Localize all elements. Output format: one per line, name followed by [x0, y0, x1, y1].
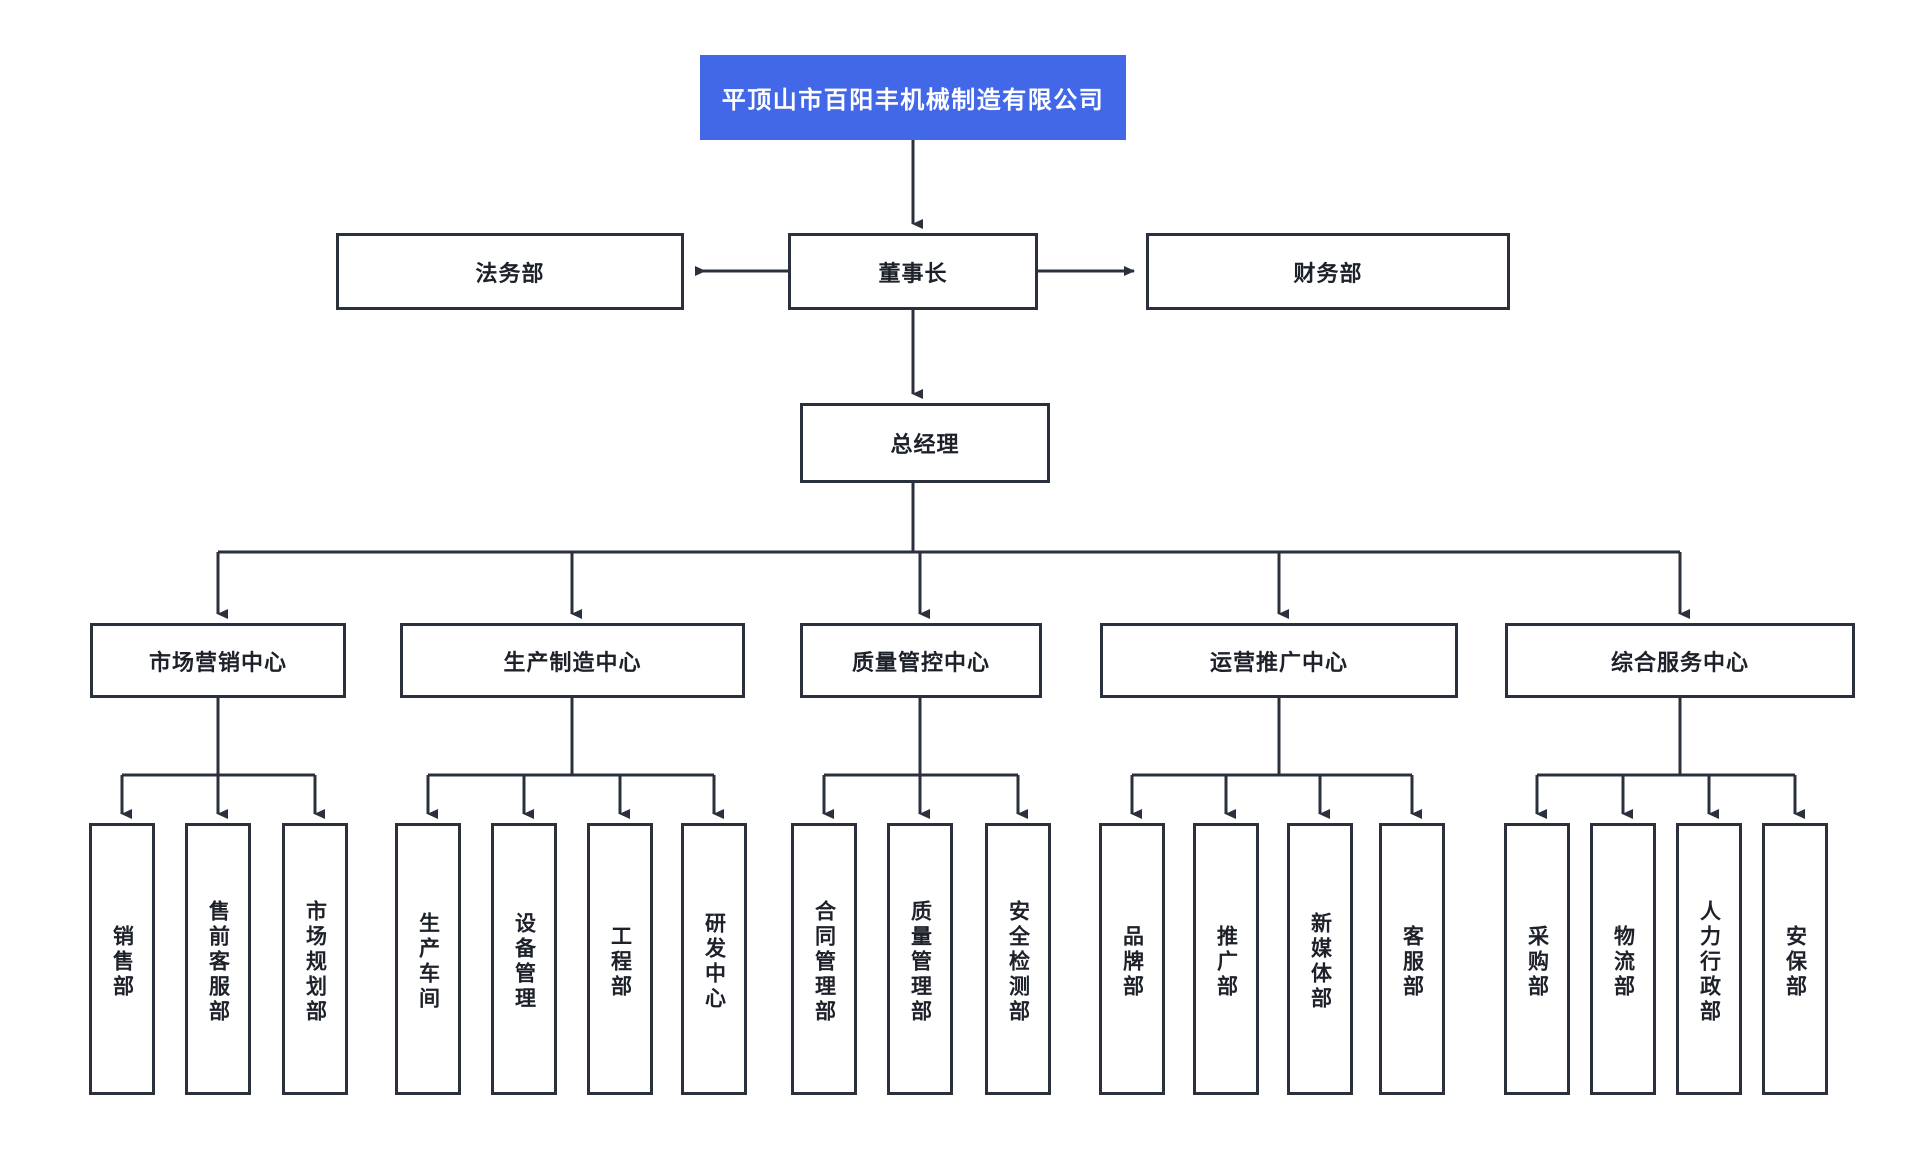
node-dept-presales-service-label: 售前客服部	[206, 899, 230, 1025]
node-dept-brand[interactable]: 品牌部	[1099, 823, 1165, 1095]
node-chairman[interactable]: 董事长	[788, 233, 1038, 310]
node-dept-customer-service[interactable]: 客服部	[1379, 823, 1445, 1095]
node-center-quality[interactable]: 质量管控中心	[800, 623, 1042, 698]
node-dept-presales-service[interactable]: 售前客服部	[185, 823, 251, 1095]
node-dept-equipment-management[interactable]: 设备管理	[491, 823, 557, 1095]
node-dept-brand-label: 品牌部	[1120, 924, 1144, 1000]
node-legal-department[interactable]: 法务部	[336, 233, 684, 310]
node-center-general-services[interactable]: 综合服务中心	[1505, 623, 1855, 698]
node-dept-rnd-center-label: 研发中心	[702, 912, 726, 1012]
node-finance-department[interactable]: 财务部	[1146, 233, 1510, 310]
node-dept-procurement[interactable]: 采购部	[1504, 823, 1570, 1095]
node-general-manager-label: 总经理	[890, 432, 960, 457]
node-center-operations[interactable]: 运营推广中心	[1100, 623, 1458, 698]
node-general-manager[interactable]: 总经理	[800, 403, 1050, 483]
node-legal-department-label: 法务部	[475, 260, 545, 286]
node-dept-sales-label: 销售部	[110, 924, 134, 1000]
node-center-manufacturing-label: 生产制造中心	[503, 649, 642, 675]
node-dept-customer-service-label: 客服部	[1400, 924, 1424, 1000]
node-chairman-label: 董事长	[878, 260, 948, 286]
node-dept-logistics[interactable]: 物流部	[1590, 823, 1656, 1095]
node-dept-promotion[interactable]: 推广部	[1193, 823, 1259, 1095]
node-dept-market-planning[interactable]: 市场规划部	[282, 823, 348, 1095]
node-center-quality-label: 质量管控中心	[851, 649, 990, 675]
node-dept-contract-management[interactable]: 合同管理部	[791, 823, 857, 1095]
node-dept-production-workshop-label: 生产车间	[416, 912, 440, 1012]
node-center-operations-label: 运营推广中心	[1209, 649, 1348, 675]
node-center-marketing-label: 市场营销中心	[148, 649, 287, 675]
node-finance-department-label: 财务部	[1293, 260, 1363, 286]
company-title-node[interactable]: 平顶山市百阳丰机械制造有限公司	[700, 55, 1126, 140]
node-dept-procurement-label: 采购部	[1525, 924, 1549, 1000]
node-center-general-services-label: 综合服务中心	[1610, 649, 1749, 675]
node-dept-equipment-management-label: 设备管理	[512, 912, 536, 1012]
node-dept-safety-inspection-label: 安全检测部	[1006, 899, 1030, 1025]
node-dept-hr-administration-label: 人力行政部	[1697, 899, 1721, 1025]
node-dept-logistics-label: 物流部	[1611, 924, 1635, 1000]
company-title-label: 平顶山市百阳丰机械制造有限公司	[721, 87, 1105, 114]
node-dept-new-media-label: 新媒体部	[1308, 912, 1332, 1012]
node-dept-quality-management[interactable]: 质量管理部	[887, 823, 953, 1095]
node-dept-production-workshop[interactable]: 生产车间	[395, 823, 461, 1095]
node-dept-market-planning-label: 市场规划部	[303, 899, 327, 1025]
node-dept-engineering-label: 工程部	[608, 924, 632, 1000]
node-dept-security-label: 安保部	[1783, 924, 1807, 1000]
node-dept-new-media[interactable]: 新媒体部	[1287, 823, 1353, 1095]
node-dept-safety-inspection[interactable]: 安全检测部	[985, 823, 1051, 1095]
node-dept-hr-administration[interactable]: 人力行政部	[1676, 823, 1742, 1095]
node-dept-quality-management-label: 质量管理部	[908, 899, 932, 1025]
node-dept-sales[interactable]: 销售部	[89, 823, 155, 1095]
node-dept-rnd-center[interactable]: 研发中心	[681, 823, 747, 1095]
node-dept-contract-management-label: 合同管理部	[812, 899, 836, 1025]
node-dept-security[interactable]: 安保部	[1762, 823, 1828, 1095]
node-center-manufacturing[interactable]: 生产制造中心	[400, 623, 745, 698]
node-dept-promotion-label: 推广部	[1214, 924, 1238, 1000]
node-center-marketing[interactable]: 市场营销中心	[90, 623, 346, 698]
node-dept-engineering[interactable]: 工程部	[587, 823, 653, 1095]
